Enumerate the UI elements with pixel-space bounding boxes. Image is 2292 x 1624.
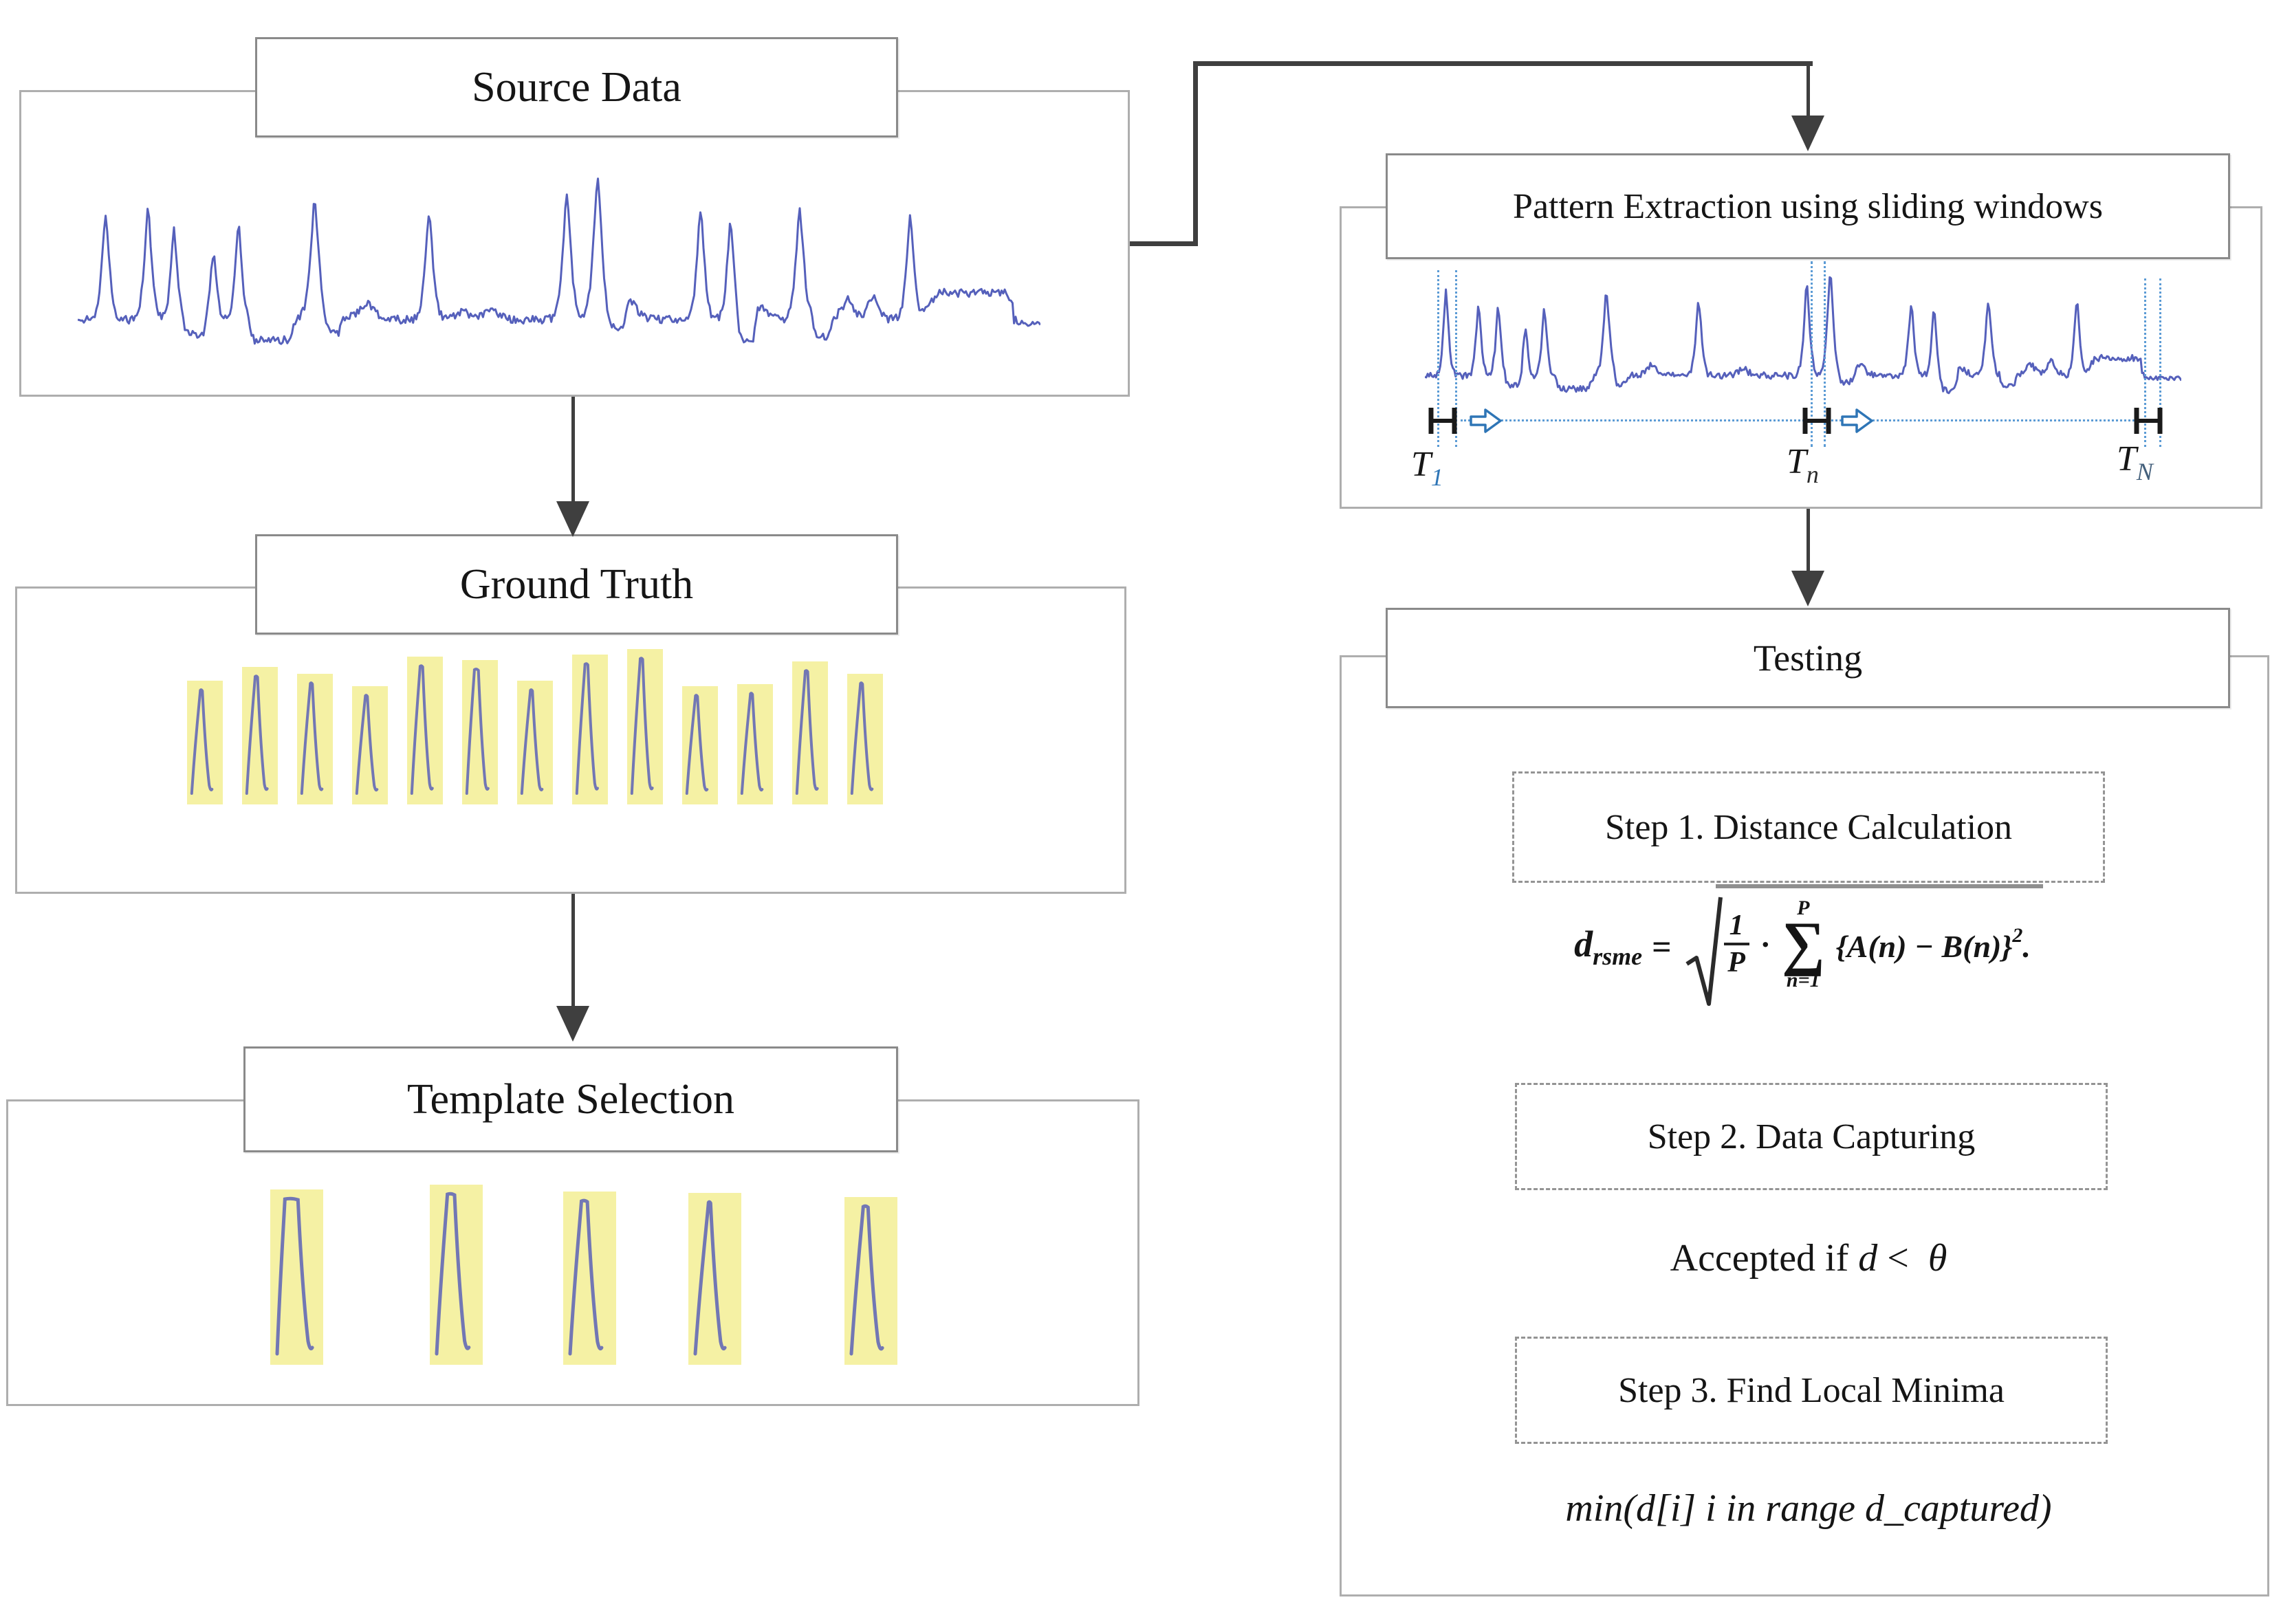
source-data-title-box: Source Data	[255, 37, 898, 138]
connector-horizontal-top	[1193, 61, 1813, 66]
source-data-title: Source Data	[472, 63, 681, 111]
formula-equals: =	[1652, 928, 1672, 966]
ground-truth-title: Ground Truth	[459, 560, 694, 608]
flow-arrow-source-to-groundtruth-line	[571, 397, 575, 501]
window-label-tn: Tn	[1787, 442, 1819, 488]
window-label-t1: T1	[1411, 445, 1443, 491]
pattern-extraction-title-box: Pattern Extraction using sliding windows	[1386, 153, 2230, 259]
window-label-tN: TN	[2117, 439, 2153, 485]
template-selection-title: Template Selection	[407, 1075, 734, 1123]
window-guide-tn-left	[1811, 261, 1813, 447]
window-guide-t1-right	[1455, 270, 1457, 447]
window-guide-tN-right	[2159, 278, 2161, 447]
step1-distance-calculation-box: Step 1. Distance Calculation	[1512, 771, 2105, 883]
ground-truth-highlighted-pulses	[187, 649, 883, 804]
pattern-extraction-title: Pattern Extraction using sliding windows	[1513, 186, 2103, 226]
formula-sum: P ∑ n=1	[1781, 897, 1825, 991]
connector-vertical-up	[1193, 61, 1198, 246]
accepted-condition-text: Accepted if d < θ	[1670, 1237, 1947, 1280]
window-interval-icon-tN	[2134, 408, 2163, 434]
window-interval-icon-tn	[1802, 408, 1831, 434]
sliding-window-signal-waveform	[1425, 276, 2181, 395]
flow-arrow-groundtruth-to-template-head	[556, 1006, 589, 1042]
testing-panel	[1340, 655, 2269, 1596]
step1-label: Step 1. Distance Calculation	[1604, 807, 2013, 847]
testing-title: Testing	[1753, 637, 1863, 679]
window-guide-t1-left	[1437, 270, 1439, 447]
testing-title-box: Testing	[1386, 608, 2230, 708]
formula-fraction: 1 P	[1723, 910, 1749, 978]
ground-truth-title-box: Ground Truth	[255, 534, 898, 635]
local-minima-expression: min(d[i] i in range d_captured)	[1565, 1487, 2052, 1530]
step3-label: Step 3. Find Local Minima	[1618, 1370, 2005, 1410]
step3-find-local-minima-box: Step 3. Find Local Minima	[1515, 1337, 2108, 1444]
flow-arrow-extraction-to-testing-head	[1791, 571, 1824, 606]
flow-arrow-source-to-groundtruth-head	[556, 501, 589, 537]
formula-body: {A(n) − B(n)}2.	[1835, 923, 2031, 964]
flow-arrow-groundtruth-to-template-line	[571, 894, 575, 1006]
source-data-panel	[19, 90, 1130, 397]
window-interval-icon-t1	[1428, 408, 1457, 434]
flow-arrow-extraction-to-testing-line	[1807, 509, 1810, 572]
template-selection-pulses	[270, 1185, 897, 1365]
connector-drop-head	[1791, 116, 1824, 151]
template-selection-title-box: Template Selection	[243, 1046, 898, 1152]
slide-right-arrow-icon-2	[1841, 408, 1873, 433]
slide-right-arrow-icon-1	[1470, 408, 1502, 433]
formula-sqrt: 1 P · P ∑ n=1 {A(n) − B(n)}2.	[1684, 884, 2043, 1009]
formula-lhs: drsme	[1574, 923, 1643, 970]
rmse-distance-formula: drsme = 1 P · P ∑ n=1 {A(n) − B(n)}2.	[1527, 875, 2091, 1019]
window-guide-tn-right	[1824, 261, 1826, 447]
step2-label: Step 2. Data Capturing	[1647, 1117, 1976, 1156]
formula-cdot: ·	[1760, 926, 1771, 962]
connector-source-stub	[1130, 241, 1197, 246]
step2-data-capturing-box: Step 2. Data Capturing	[1515, 1083, 2108, 1190]
connector-drop-line	[1807, 66, 1810, 117]
sliding-track-dotted-line	[1461, 419, 2138, 421]
window-guide-tN-left	[2144, 278, 2146, 447]
source-signal-waveform	[78, 177, 1040, 345]
radical-tick-icon	[1685, 897, 1723, 1006]
